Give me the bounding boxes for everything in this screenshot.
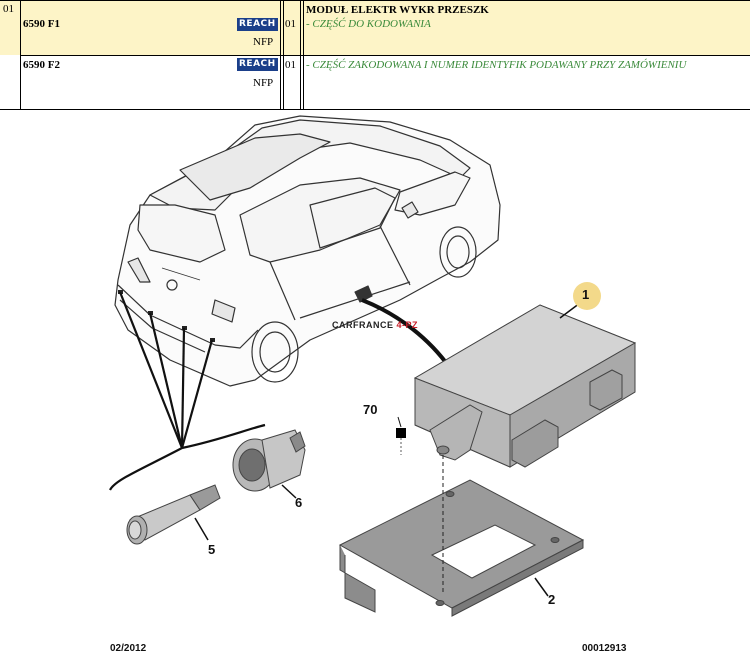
column-divider <box>303 0 304 110</box>
table-border-top <box>0 0 750 1</box>
nfp-tag: NFP <box>253 77 274 89</box>
parking-sensor <box>126 484 221 545</box>
reach-badge: REACH <box>237 18 278 31</box>
column-divider <box>20 0 21 110</box>
sensor-lead-lines <box>109 291 266 491</box>
part-description: - CZĘŚĆ DO KODOWANIA <box>306 18 431 30</box>
callout-leader <box>559 302 581 319</box>
mounting-bracket <box>338 479 585 617</box>
column-divider <box>283 0 284 110</box>
nfp-tag: NFP <box>253 36 274 48</box>
callout-leader <box>397 416 402 428</box>
callout-number-screw[interactable]: 70 <box>363 402 378 417</box>
watermark: CARFRANCE 4-PZ <box>332 320 419 330</box>
screw-icon <box>396 428 406 438</box>
quantity: 01 <box>285 18 296 30</box>
electronic-module <box>413 304 637 468</box>
parts-table: 01 6590 F1 REACH NFP 01 MODUŁ ELEKTR WYK… <box>0 0 750 110</box>
callout-number-bracket[interactable]: 2 <box>548 592 556 607</box>
part-number[interactable]: 6590 F2 <box>23 59 60 71</box>
table-row-highlight <box>0 0 750 55</box>
footer-date: 02/2012 <box>110 643 147 654</box>
part-description: - CZĘŚĆ ZAKODOWANA I NUMER IDENTYFIK POD… <box>306 59 687 71</box>
column-divider <box>300 0 301 110</box>
reach-badge: REACH <box>237 58 278 71</box>
quantity: 01 <box>285 59 296 71</box>
callout-circle <box>573 282 601 310</box>
sensor-holder <box>232 429 306 492</box>
table-border-bottom <box>0 109 750 110</box>
callout-leader <box>194 517 209 541</box>
callout-leader <box>281 484 297 499</box>
callout-number-sensor-holder[interactable]: 6 <box>295 495 303 510</box>
row-divider <box>20 55 750 56</box>
column-divider <box>280 0 281 110</box>
reference-number: 01 <box>3 3 14 15</box>
callout-leader <box>534 577 549 597</box>
car-illustration <box>114 115 501 387</box>
callout-number-sensor[interactable]: 5 <box>208 542 216 557</box>
parts-diagram <box>109 115 637 617</box>
part-number[interactable]: 6590 F1 <box>23 18 60 30</box>
part-title: MODUŁ ELEKTR WYKR PRZESZK <box>306 4 489 16</box>
callout-number-module[interactable]: 1 <box>582 287 590 302</box>
footer-figure-code: 00012913 <box>582 643 627 654</box>
location-arrow <box>361 298 452 370</box>
